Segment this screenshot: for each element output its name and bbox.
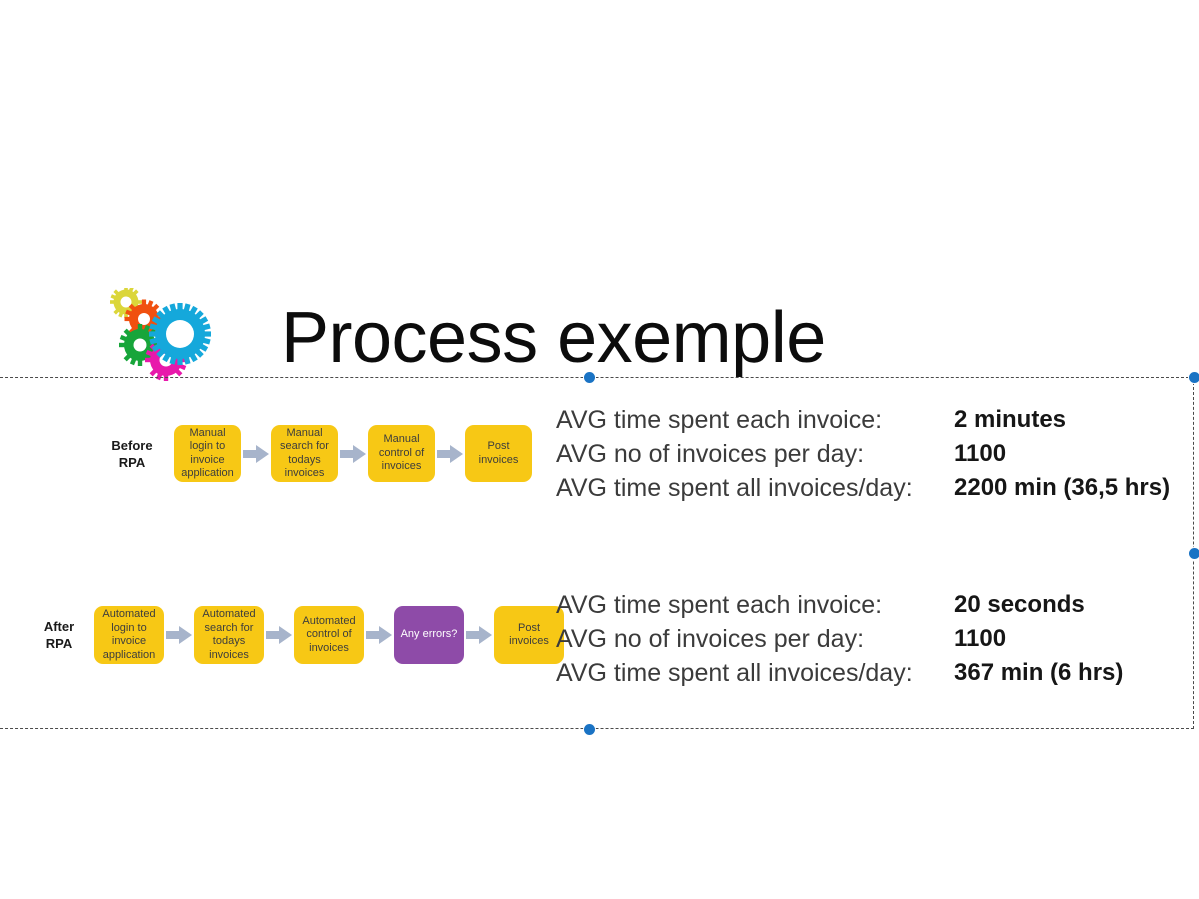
process-flow-before: Before RPA Manual login to invoice appli… xyxy=(100,425,532,482)
title-row: Process exemple xyxy=(0,140,1199,381)
arrow-right-icon xyxy=(364,624,394,646)
stat-value: 1100 xyxy=(954,625,1007,652)
arrow-right-icon xyxy=(164,624,194,646)
stat-key: AVG time spent each invoice: xyxy=(556,406,883,434)
arrow-right-icon xyxy=(435,443,465,465)
process-flow-after: After RPA Automated login to invoice app… xyxy=(32,606,564,664)
step-box-decision[interactable]: Any errors? xyxy=(394,606,464,664)
page-title: Process exemple xyxy=(281,298,826,378)
step-box[interactable]: Post invoices xyxy=(465,425,532,482)
step-box[interactable]: Manual search for todays invoices xyxy=(271,425,338,482)
stat-value: 2 minutes xyxy=(954,406,1067,433)
step-box[interactable]: Automated control of invoices xyxy=(294,606,364,664)
step-box[interactable]: Automated search for todays invoices xyxy=(194,606,264,664)
stat-value: 2200 min (36,5 hrs) xyxy=(954,474,1171,501)
handle-bottom-center[interactable] xyxy=(583,723,595,735)
stat-value: 1100 xyxy=(954,440,1007,467)
stat-key: AVG time spent all invoices/day: xyxy=(556,474,913,502)
stat-key: AVG no of invoices per day: xyxy=(556,625,865,653)
stat-key: AVG time spent each invoice: xyxy=(556,591,883,619)
flow-label-before-line2: RPA xyxy=(118,454,146,470)
stat-value: 367 min (6 hrs) xyxy=(954,659,1124,686)
step-box[interactable]: Post invoices xyxy=(494,606,564,664)
stats-before-rpa: AVG time spent each invoice: 2 minutes A… xyxy=(556,404,1170,504)
gears-icon xyxy=(106,288,214,384)
step-box[interactable]: Manual login to invoice application xyxy=(174,425,241,482)
stats-after-rpa: AVG time spent each invoice: 20 seconds … xyxy=(556,589,1123,689)
stat-value: 20 seconds xyxy=(954,591,1085,618)
step-box[interactable]: Automated login to invoice application xyxy=(94,606,164,664)
arrow-right-icon xyxy=(338,443,368,465)
flow-label-before-line1: Before xyxy=(111,437,153,453)
flow-label-after-line1: After xyxy=(43,619,75,634)
handle-top-right[interactable] xyxy=(1188,371,1199,383)
stat-key: AVG no of invoices per day: xyxy=(556,440,865,468)
stat-key: AVG time spent all invoices/day: xyxy=(556,659,913,687)
flow-label-after: After RPA xyxy=(32,618,86,652)
handle-top-center[interactable] xyxy=(583,371,595,383)
arrow-right-icon xyxy=(264,624,294,646)
handle-right-middle[interactable] xyxy=(1188,547,1199,559)
arrow-right-icon xyxy=(241,443,271,465)
flow-label-after-line2: RPA xyxy=(45,636,73,651)
flow-label-before: Before RPA xyxy=(100,437,164,471)
step-box[interactable]: Manual control of invoices xyxy=(368,425,435,482)
arrow-right-icon xyxy=(464,624,494,646)
